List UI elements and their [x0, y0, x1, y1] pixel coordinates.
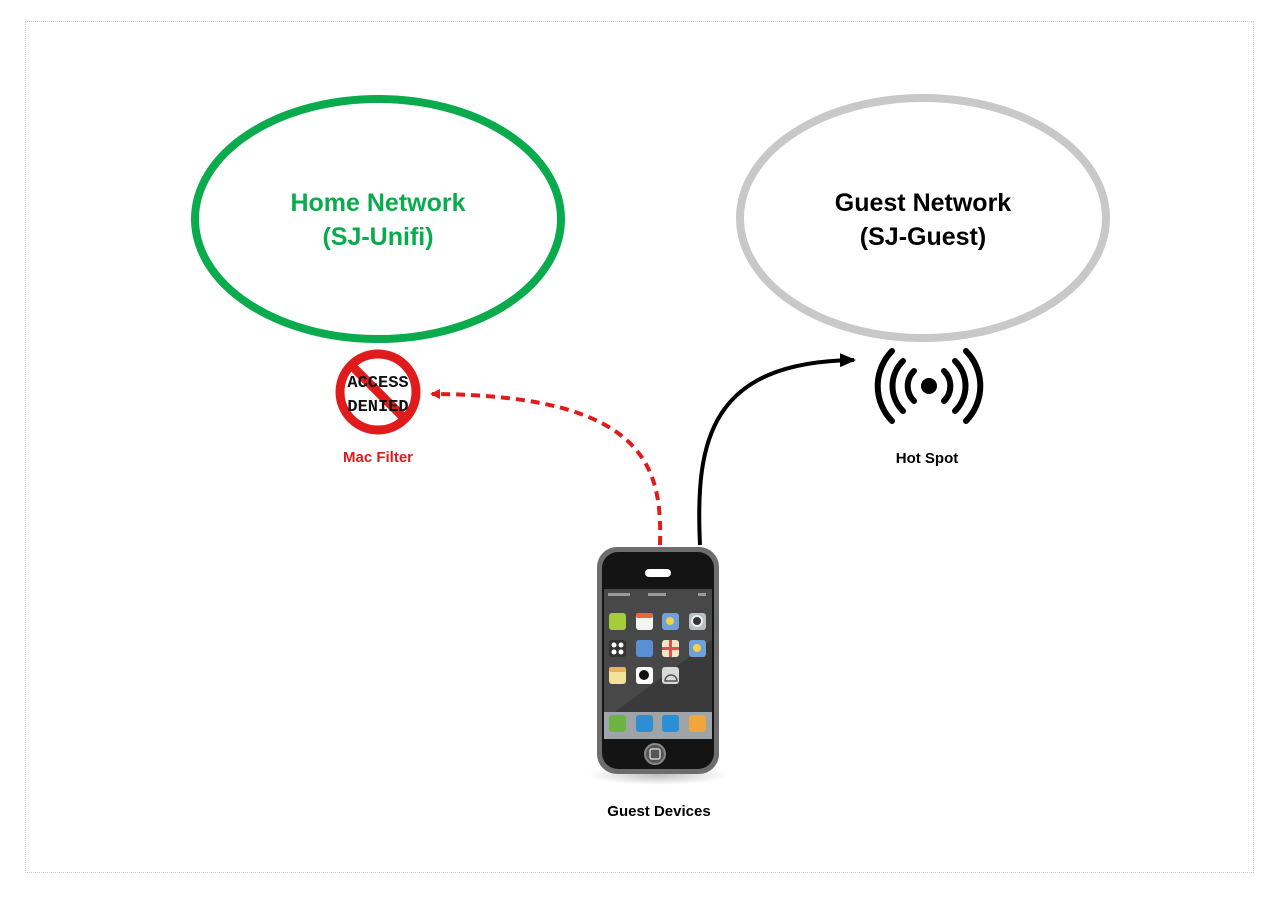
access-denied-icon: ACCESS DENIED	[335, 349, 421, 435]
access-denied-line1: ACCESS	[347, 374, 408, 393]
guest-network-ellipse	[736, 94, 1110, 342]
home-network-title: Home Network	[290, 189, 466, 217]
access-denied-line2: DENIED	[347, 398, 408, 417]
guest-network-ssid: (SJ-Guest)	[859, 223, 987, 251]
guest-connection-arrow	[697, 353, 856, 546]
guest-devices-label: Guest Devices	[607, 803, 711, 820]
hot-spot-label: Hot Spot	[895, 450, 959, 467]
guest-network-title: Guest Network	[834, 189, 1012, 217]
mac-filter-label: Mac Filter	[342, 449, 414, 466]
diagram-frame	[25, 21, 1254, 873]
guest-network-label: Guest Network (SJ-Guest)	[773, 186, 1073, 254]
home-network-ellipse	[191, 95, 565, 343]
denied-connection-arrow	[430, 389, 663, 546]
smartphone-icon	[588, 547, 728, 785]
home-network-label: Home Network (SJ-Unifi)	[228, 186, 528, 254]
wifi-hotspot-icon	[874, 348, 984, 424]
home-network-ssid: (SJ-Unifi)	[322, 223, 434, 251]
